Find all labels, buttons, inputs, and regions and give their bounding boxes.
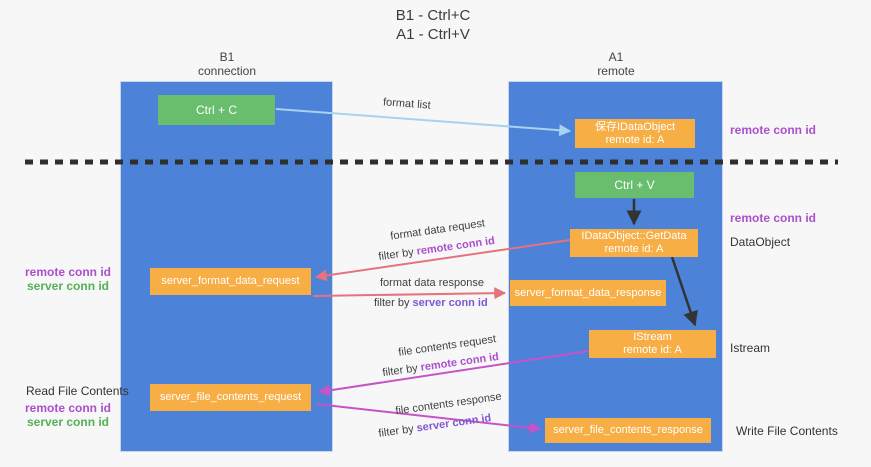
write-file-contents-annotation: Write File Contents	[736, 424, 838, 438]
istream-annotation: Istream	[730, 341, 771, 355]
file-contents-response-arrow	[315, 403, 542, 434]
lane-a1-title: A1	[608, 50, 624, 64]
idataobject-getdata-node: IDataObject::GetData remote id: A	[570, 229, 698, 257]
format-data-response-arrow	[312, 287, 507, 300]
left-conn-id-pair-1: remote conn id server conn id	[20, 265, 116, 293]
lane-header-b1: B1 connection	[152, 50, 302, 78]
save-idataobject-line1: 保存IDataObject	[594, 120, 676, 133]
remote-conn-id-annotation-mid: remote conn id	[730, 211, 817, 225]
lane-a1-subtitle: remote	[597, 64, 635, 78]
server-file-contents-request-node: server_file_contents_request	[150, 384, 311, 411]
dataobject-annotation: DataObject	[730, 235, 791, 249]
server-format-data-response-node: server_format_data_response	[510, 280, 666, 306]
remote-conn-id-annotation-top: remote conn id	[730, 123, 817, 137]
format-list-arrow	[275, 108, 572, 137]
server-format-data-request-label: server_format_data_request	[161, 275, 300, 287]
format-data-request-arrow	[314, 239, 571, 282]
server-file-contents-response-node: server_file_contents_response	[545, 418, 711, 443]
filter-by-server-conn-id-label-1: filter by server conn id	[374, 297, 488, 309]
ctrl-c-node: Ctrl + C	[158, 95, 275, 125]
left-remote-conn-id-1: remote conn id	[24, 265, 111, 279]
server-file-contents-request-label: server_file_contents_request	[159, 391, 302, 403]
server-file-contents-response-label: server_file_contents_response	[553, 424, 703, 436]
left-conn-id-pair-2: remote conn id server conn id	[20, 401, 116, 429]
getdata-line2: remote id: A	[604, 243, 664, 255]
left-server-conn-id-1: server conn id	[26, 279, 110, 293]
file-contents-request-arrow	[317, 350, 590, 397]
istream-line2: remote id: A	[623, 344, 682, 356]
lane-b1-subtitle: connection	[197, 64, 257, 78]
istream-line1: IStream	[633, 331, 672, 343]
left-remote-conn-id-2: remote conn id	[24, 401, 111, 415]
server-conn-id-text-1: server conn id	[412, 297, 488, 309]
server-format-data-request-node: server_format_data_request	[150, 268, 311, 295]
left-server-conn-id-2: server conn id	[26, 415, 110, 429]
title-line-1: B1 - Ctrl+C	[395, 7, 471, 24]
ctrl-v-node: Ctrl + V	[575, 172, 694, 198]
istream-node: IStream remote id: A	[589, 330, 716, 358]
read-file-contents-annotation: Read File Contents	[26, 384, 129, 398]
getdata-to-istream-arrow	[670, 256, 698, 327]
save-idataobject-node: 保存IDataObject remote id: A	[575, 119, 695, 148]
format-data-response-edge-label: format data response	[380, 277, 484, 289]
lane-header-a1: A1 remote	[541, 50, 691, 78]
ctrl-v-label: Ctrl + V	[614, 177, 655, 192]
diagram-title: B1 - Ctrl+C A1 - Ctrl+V	[333, 6, 533, 44]
save-idataobject-line2: remote id: A	[605, 133, 665, 146]
ctrl-c-label: Ctrl + C	[195, 102, 237, 117]
filter-by-text-2: filter by	[374, 297, 413, 309]
lane-b1-title: B1	[219, 50, 235, 64]
title-line-2: A1 - Ctrl+V	[396, 26, 470, 43]
getdata-line1: IDataObject::GetData	[581, 230, 687, 242]
server-format-data-response-label: server_format_data_response	[514, 286, 662, 299]
